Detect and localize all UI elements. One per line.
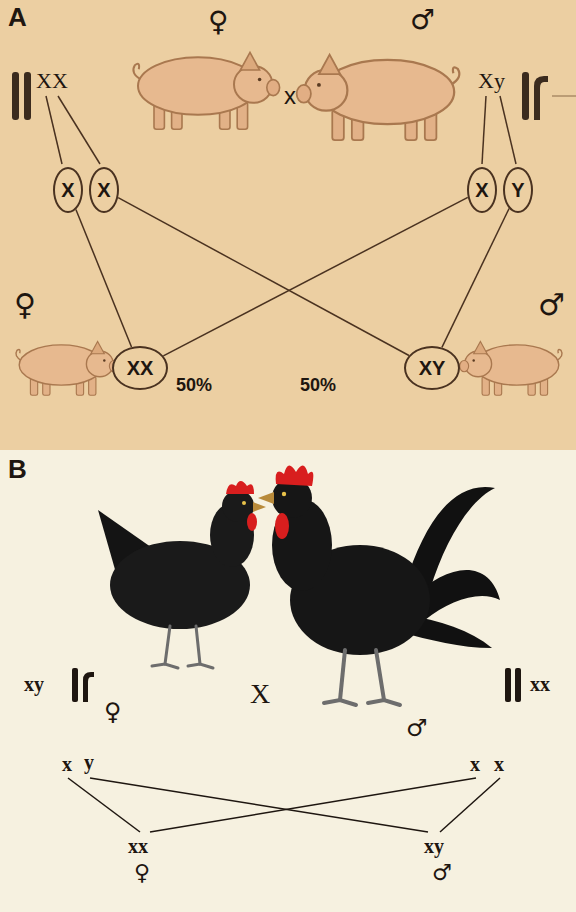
sex-symbol: ♂ — [406, 716, 428, 740]
hen — [98, 481, 266, 668]
cross-line — [68, 778, 500, 832]
sex-symbol: ♂ — [432, 862, 452, 884]
offspring-genotype: xx — [128, 836, 148, 856]
rooster — [258, 465, 500, 705]
genotype-label: xy — [24, 674, 44, 694]
node-text: X — [61, 180, 74, 200]
node-text: X — [97, 180, 110, 200]
sex-symbol: ♀ — [104, 700, 122, 724]
offspring-circle: XY — [404, 346, 460, 390]
sex-symbol: ♂ — [410, 6, 435, 34]
gamete-label: x — [62, 754, 72, 774]
inheritance-line — [442, 208, 509, 347]
leader-line — [46, 96, 516, 164]
sex-symbol: ♀ — [134, 862, 150, 884]
sex-symbol: ♀ — [14, 290, 36, 320]
gamete-circle: X — [467, 167, 497, 213]
offspring-genotype: xy — [424, 836, 444, 856]
cross-sign: x — [284, 84, 296, 108]
inheritance-line — [76, 210, 132, 347]
gamete-circle: Y — [503, 167, 533, 213]
genotype-label: Xy — [478, 70, 505, 92]
male-piglet — [460, 341, 562, 395]
node-text: Y — [511, 180, 524, 200]
gamete-label: x — [470, 754, 480, 774]
panel-letter: A — [8, 4, 27, 30]
sex-symbol: ♂ — [538, 290, 565, 320]
offspring-circle: XX — [112, 346, 168, 390]
female-piglet — [16, 341, 118, 395]
panel-letter: B — [8, 456, 27, 482]
chromosome-icon — [12, 72, 31, 120]
gamete-circle: X — [89, 167, 119, 213]
chromosome-icon — [72, 668, 94, 702]
ratio-label: 50% — [176, 376, 212, 394]
male-pig — [297, 55, 460, 140]
node-text: XY — [419, 358, 446, 378]
genotype-label: XX — [36, 70, 68, 92]
gamete-label: y — [84, 752, 94, 772]
panel-b-ground — [0, 450, 576, 912]
chromosome-icon — [522, 72, 548, 120]
node-text: X — [475, 180, 488, 200]
gamete-label: x — [494, 754, 504, 774]
rule-line — [552, 96, 576, 97]
chromosome-icon — [505, 668, 521, 702]
node-text: XX — [127, 358, 154, 378]
inheritance-line — [118, 198, 409, 356]
genotype-label: xx — [530, 674, 550, 694]
inheritance-line — [163, 197, 467, 355]
cross-sign: X — [250, 680, 270, 708]
panel-a-ground — [0, 0, 576, 450]
female-pig — [133, 52, 279, 129]
gamete-circle: X — [53, 167, 83, 213]
sex-symbol: ♀ — [208, 8, 229, 36]
ratio-label: 50% — [300, 376, 336, 394]
